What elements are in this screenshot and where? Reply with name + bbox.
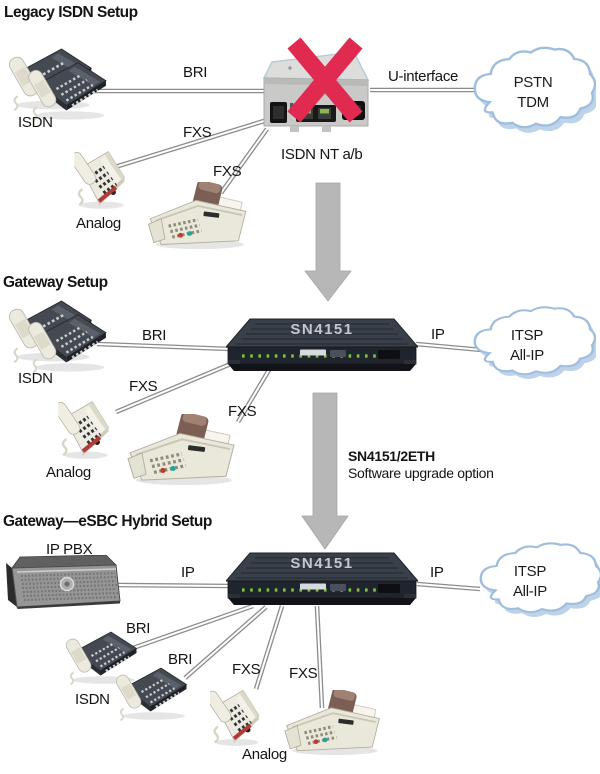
down-arrow-icon bbox=[304, 182, 352, 302]
analog-phone bbox=[210, 680, 262, 748]
sn4151-label: SN4151 bbox=[290, 555, 354, 572]
cable-bri1-hybrid bbox=[132, 603, 254, 651]
analog-phone bbox=[74, 142, 128, 210]
analog-phone bbox=[58, 392, 112, 460]
link-label-u-interface: U-interface bbox=[388, 68, 459, 85]
cloud-line2: TDM bbox=[517, 93, 549, 111]
section-title-legacy: Legacy ISDN Setup bbox=[4, 4, 138, 21]
device-label-ip-pbx: IP PBX bbox=[46, 541, 93, 558]
cable-bri-gateway bbox=[96, 341, 232, 352]
upgrade-note-model: SN4151/2ETH bbox=[348, 448, 435, 464]
fax-machine bbox=[282, 690, 384, 756]
device-label-isdn-nt: ISDN NT a/b bbox=[281, 146, 363, 163]
isdn-phone bbox=[24, 56, 112, 122]
cable-fxs-fax-hybrid bbox=[314, 605, 325, 709]
device-label-isdn: ISDN bbox=[18, 370, 53, 387]
cable-fxs-analog-gateway bbox=[115, 360, 234, 415]
link-label-fxs: FXS bbox=[183, 124, 212, 141]
link-label-fxs: FXS bbox=[213, 163, 242, 180]
device-label-analog: Analog bbox=[46, 464, 91, 481]
link-label-bri: BRI bbox=[168, 651, 193, 668]
sn4151-label: SN4151 bbox=[290, 321, 354, 338]
fax-machine bbox=[146, 182, 250, 250]
link-label-bri: BRI bbox=[142, 327, 167, 344]
cloud-line2: All-IP bbox=[509, 346, 545, 364]
cable-ip-hybrid bbox=[416, 581, 481, 592]
link-label-ip: IP bbox=[181, 564, 195, 581]
device-label-analog: Analog bbox=[242, 746, 287, 763]
link-label-ip: IP bbox=[430, 564, 444, 581]
upgrade-note-text: Software upgrade option bbox=[348, 464, 494, 481]
device-label-isdn: ISDN bbox=[18, 114, 53, 131]
down-arrow-icon bbox=[301, 392, 349, 550]
device-label-analog: Analog bbox=[76, 215, 121, 232]
cloud-label-itsp: ITSP All-IP bbox=[470, 562, 590, 601]
isdn-phone bbox=[114, 662, 190, 722]
cable-fxs-analog-legacy bbox=[114, 118, 265, 170]
fax-machine bbox=[126, 414, 238, 486]
cable-fxs-fax-gateway bbox=[236, 363, 274, 424]
section-title-gateway: Gateway Setup bbox=[3, 274, 108, 291]
cable-ip-gateway bbox=[415, 341, 483, 353]
link-label-bri: BRI bbox=[183, 64, 208, 81]
cable-ip-pbx bbox=[117, 582, 232, 589]
cloud-line1: ITSP bbox=[513, 563, 547, 580]
link-label-fxs: FXS bbox=[289, 665, 318, 682]
cloud-line2: All-IP bbox=[512, 582, 548, 600]
cable-fxs-fax-legacy bbox=[219, 127, 269, 195]
link-label-fxs: FXS bbox=[228, 403, 257, 420]
ip-pbx-server bbox=[4, 555, 122, 609]
cloud-label-pstn: PSTN TDM bbox=[473, 73, 593, 112]
cloud-line1: ITSP bbox=[510, 327, 544, 344]
link-label-ip: IP bbox=[431, 326, 445, 343]
isdn-phone bbox=[24, 308, 112, 374]
link-label-bri: BRI bbox=[126, 620, 151, 637]
cable-bri2-hybrid bbox=[183, 605, 268, 680]
link-label-fxs: FXS bbox=[232, 661, 261, 678]
device-label-isdn: ISDN bbox=[75, 691, 110, 708]
section-title-hybrid: Gateway—eSBC Hybrid Setup bbox=[3, 513, 212, 530]
cloud-label-itsp: ITSP All-IP bbox=[467, 326, 587, 365]
red-x-icon bbox=[287, 37, 363, 123]
upgrade-note: SN4151/2ETH Software upgrade option bbox=[348, 448, 494, 482]
link-label-fxs: FXS bbox=[129, 378, 158, 395]
cable-fxs-analog-hybrid bbox=[253, 605, 285, 690]
cloud-line1: PSTN bbox=[513, 74, 553, 91]
